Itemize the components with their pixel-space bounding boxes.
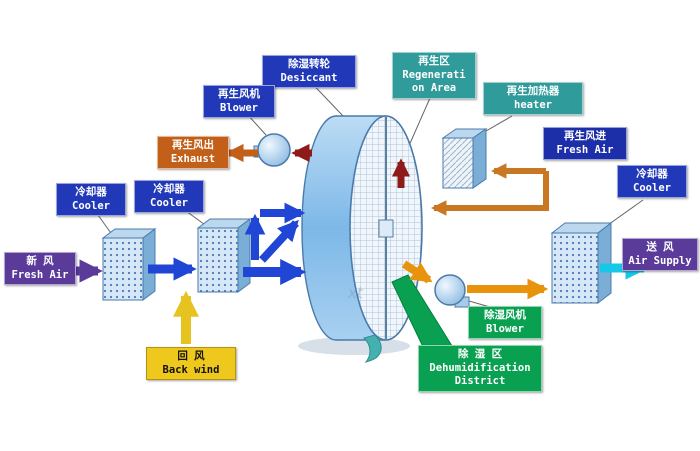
cooler-unit-left-1 (101, 228, 157, 301)
label-back-wind-en: Back wind (162, 363, 220, 376)
cooler-unit-right (550, 221, 613, 305)
label-fresh-air: 新 风 Fresh Air (4, 252, 76, 286)
label-regen-heater-zh: 再生加热器 (506, 85, 560, 97)
label-fresh-air-en: Fresh Air (11, 268, 69, 281)
watermark-text: xt (348, 284, 363, 302)
label-back-wind-zh: 回 风 (177, 350, 205, 362)
label-desiccant-en: Desiccant (280, 71, 338, 84)
label-cooler-right-zh: 冷却器 (636, 168, 668, 180)
label-regen-area-zh: 再生区 (418, 55, 450, 67)
label-regen-fresh-air-en: Fresh Air (556, 143, 614, 156)
label-cooler-left-2-zh: 冷却器 (153, 183, 185, 195)
label-dehumid-blower: 除湿风机 Blower (468, 306, 542, 340)
label-regen-blower-en: Blower (220, 101, 258, 114)
label-regen-area: 再生区 Regenerati on Area (392, 52, 476, 99)
label-dehumid-district-en1: Dehumidification (429, 361, 531, 374)
label-desiccant-zh: 除湿转轮 (288, 58, 330, 70)
label-air-supply-en: Air Supply (628, 254, 692, 267)
label-air-supply-zh: 送 风 (646, 241, 674, 253)
regen-heater-unit (441, 128, 488, 189)
label-cooler-left-2: 冷却器 Cooler (134, 180, 204, 214)
wheel-hub (378, 219, 394, 238)
process-air-arrow-diag (259, 219, 299, 263)
wheel-shadow (298, 337, 410, 355)
label-dehumid-district-zh: 除 湿 区 (457, 348, 503, 360)
label-air-supply: 送 风 Air Supply (622, 238, 698, 272)
regen-blower-fan (253, 133, 291, 167)
label-cooler-left-1: 冷却器 Cooler (56, 183, 126, 217)
label-exhaust-en: Exhaust (170, 152, 216, 165)
label-regen-fresh-air-zh: 再生风进 (564, 130, 606, 142)
label-cooler-left-1-zh: 冷却器 (75, 186, 107, 198)
label-dehumid-district: 除 湿 区 Dehumidification District (418, 345, 542, 392)
teal-ribbon (363, 334, 382, 363)
label-regen-fresh-air: 再生风进 Fresh Air (543, 127, 627, 161)
label-back-wind: 回 风 Back wind (146, 347, 236, 381)
label-cooler-left-2-en: Cooler (150, 196, 188, 209)
label-regen-blower-zh: 再生风机 (218, 88, 260, 100)
dehumid-blower-fan (434, 274, 470, 308)
label-desiccant-wheel: 除湿转轮 Desiccant (262, 55, 356, 89)
wheel-to-fan-arrow (401, 260, 433, 284)
label-cooler-right: 冷却器 Cooler (617, 165, 687, 199)
label-regen-area-en1: Regenerati (402, 68, 466, 81)
label-regen-blower: 再生风机 Blower (203, 85, 275, 119)
regen-air-to-wheel-path (430, 171, 549, 216)
label-regen-area-en2: on Area (411, 82, 457, 95)
cooler-unit-left-2 (196, 218, 252, 293)
label-dehumid-district-en2: District (454, 375, 506, 388)
label-exhaust-zh: 再生风出 (172, 139, 214, 151)
label-cooler-right-en: Cooler (633, 181, 671, 194)
label-cooler-left-1-en: Cooler (72, 199, 110, 212)
label-regen-heater: 再生加热器 heater (483, 82, 583, 116)
label-fresh-air-zh: 新 风 (26, 255, 54, 267)
label-regen-heater-en: heater (514, 98, 552, 111)
desiccant-wheel (301, 115, 423, 341)
label-exhaust: 再生风出 Exhaust (157, 136, 229, 170)
label-dehumid-blower-en: Blower (486, 322, 524, 335)
label-dehumid-blower-zh: 除湿风机 (484, 309, 526, 321)
